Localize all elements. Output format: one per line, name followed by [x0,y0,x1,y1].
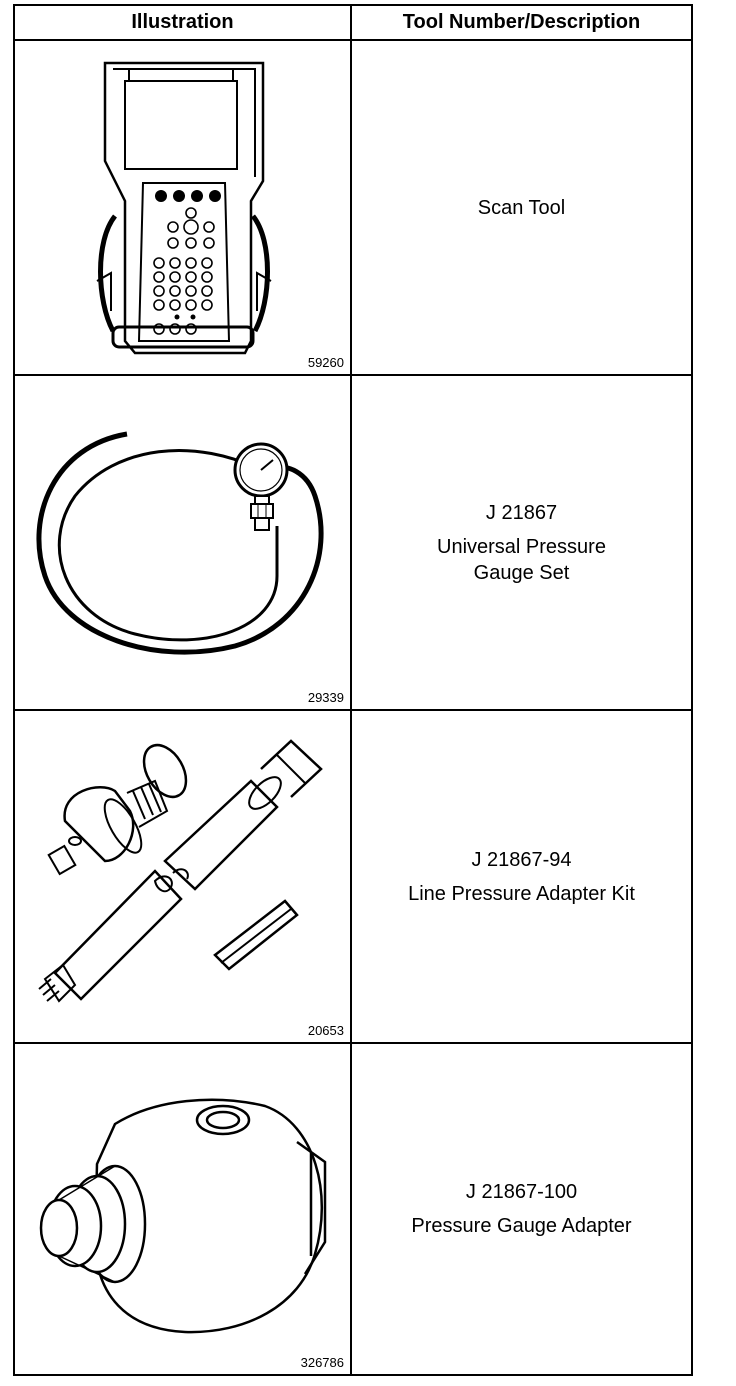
tool-description: Scan Tool [477,196,566,219]
table-row-scan-tool: 59260 Scan Tool [15,41,691,376]
header-tool-description: Tool Number/Description [402,11,641,33]
tool-number: J 21867 [485,501,558,524]
tool-table: Illustration Tool Number/Description [13,4,693,1376]
line-pressure-adapter-kit-icon [38,739,323,1003]
table-row-line-pressure-adapter-kit: 20653 J 21867-94 Line Pressure Adapter K… [15,711,691,1044]
tool-number: J 21867-94 [471,848,572,871]
description-cell: J 21867 Universal Pressure Gauge Set [352,376,691,709]
tool-description: Universal Pressure Gauge Set [437,535,606,584]
figure-number: 326786 [300,1355,344,1370]
description-cell: J 21867-94 Line Pressure Adapter Kit [352,711,691,1042]
scan-tool-icon [96,61,272,355]
pressure-gauge-adapter-icon [39,1098,327,1334]
tool-description: Pressure Gauge Adapter [411,1215,632,1237]
description-cell: J 21867-100 Pressure Gauge Adapter [352,1044,691,1374]
table-header-row: Illustration Tool Number/Description [15,6,691,41]
figure-number: 20653 [307,1023,344,1038]
illustration-cell: 59260 [15,41,352,374]
header-illustration: Illustration [15,6,352,39]
illustration-cell: 20653 [15,711,352,1042]
pressure-gauge-set-icon [36,431,324,655]
table-row-pressure-gauge-adapter: 326786 J 21867-100 Pressure Gauge Adapte… [15,1044,691,1374]
description-cell: Scan Tool [352,41,691,374]
illustration-cell: 29339 [15,376,352,709]
tool-description: Line Pressure Adapter Kit [408,882,635,905]
table-row-pressure-gauge-set: 29339 J 21867 Universal Pressure Gauge S… [15,376,691,711]
illustration-cell: 326786 [15,1044,352,1374]
figure-number: 29339 [307,690,344,705]
figure-number: 59260 [307,355,344,370]
tool-number: J 21867-100 [465,1181,578,1203]
